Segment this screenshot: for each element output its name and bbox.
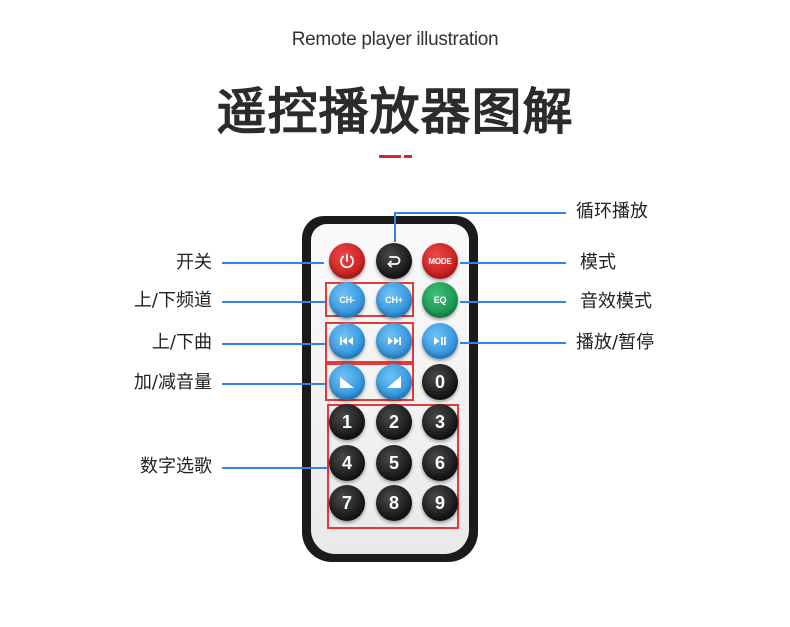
channel-up-label: CH+ [385,295,403,305]
digit-2-button[interactable]: 2 [376,404,412,440]
digit-6-button[interactable]: 6 [422,445,458,481]
digit-9-button[interactable]: 9 [422,485,458,521]
digit-6-label: 6 [434,452,445,473]
mode-callout-label: 模式 [580,252,616,273]
page-title: 遥控播放器图解 [216,83,574,141]
digit-4-label: 4 [341,452,352,473]
digit-8-label: 8 [388,492,399,513]
play-pause-icon [434,337,446,345]
digit-1-label: 1 [341,411,352,432]
play-pause-callout-label: 播放/暂停 [576,332,655,353]
volume-buttons-highlight [325,363,414,401]
track-callout-label: 上/下曲 [151,332,212,353]
volume-down-button[interactable] [329,364,365,400]
track-callout-line [222,343,325,345]
previous-track-button[interactable] [329,323,365,359]
digit-5-button[interactable]: 5 [376,445,412,481]
number-select-callout-label: 数字选歌 [140,456,212,477]
channel-callout-line [222,301,325,303]
eq-button-label: EQ [433,295,447,305]
number-select-callout-line [222,467,327,469]
volume-callout-label: 加/减音量 [133,372,212,393]
digit-3-label: 3 [434,411,445,432]
digit-3-button[interactable]: 3 [422,404,458,440]
mode-button[interactable]: MODE [422,243,458,279]
digit-4-button[interactable]: 4 [329,445,365,481]
play-pause-button[interactable] [422,323,458,359]
repeat-callout-vertical-line [394,212,396,242]
digit-2-label: 2 [388,411,399,432]
eq-callout-label: 音效模式 [580,291,652,312]
next-track-button[interactable] [376,323,412,359]
digit-7-button[interactable]: 7 [329,485,365,521]
previous-track-icon [340,337,353,345]
channel-up-button[interactable]: CH+ [376,282,412,318]
play-pause-callout-line [460,342,566,344]
digit-0-button[interactable]: 0 [422,364,458,400]
digit-0-label: 0 [434,371,445,392]
digit-5-label: 5 [388,452,399,473]
repeat-button[interactable] [376,243,412,279]
power-callout-line [222,262,324,264]
power-icon [340,253,354,269]
title-accent-divider [379,155,412,158]
return-arrow-icon [387,256,401,268]
eq-callout-line [460,301,566,303]
volume-up-button[interactable] [376,364,412,400]
digit-1-button[interactable]: 1 [329,404,365,440]
repeat-callout-line [394,212,566,214]
digit-9-label: 9 [434,492,445,513]
digit-8-button[interactable]: 8 [376,485,412,521]
channel-down-button[interactable]: CH- [329,282,365,318]
mode-button-label: MODE [428,256,452,266]
volume-down-icon [340,377,354,388]
next-track-icon [388,337,401,345]
power-callout-label: 开关 [176,252,212,273]
subtitle: Remote player illustration [291,29,499,50]
channel-callout-label: 上/下频道 [133,290,212,311]
channel-down-label: CH- [339,295,355,305]
digit-7-label: 7 [341,492,352,513]
channel-buttons-highlight [325,282,414,317]
mode-callout-line [460,262,566,264]
volume-up-icon [387,376,401,388]
repeat-callout-label: 循环播放 [576,201,648,222]
power-button[interactable] [329,243,365,279]
eq-button[interactable]: EQ [422,282,458,318]
volume-callout-line [222,383,325,385]
track-buttons-highlight [325,322,414,363]
